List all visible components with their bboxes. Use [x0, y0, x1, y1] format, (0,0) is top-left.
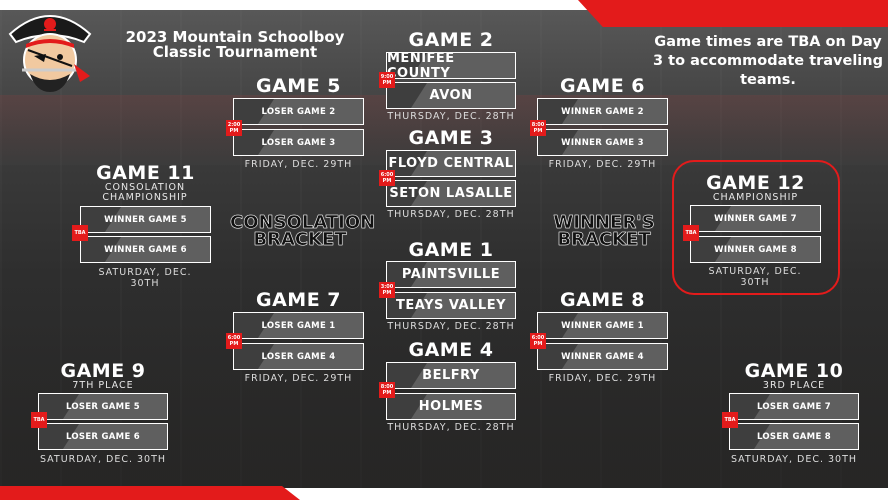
team-slot: WINNER GAME 7 [690, 205, 821, 232]
team-slot: WINNER GAME 5 [80, 206, 211, 233]
top-white-strip [0, 0, 888, 10]
team-slot: TEAYS VALLEY [386, 292, 516, 319]
team-slot: LOSER GAME 2 [233, 98, 364, 125]
team-slot: WINNER GAME 3 [537, 129, 668, 156]
bottom-white-strip [250, 488, 888, 500]
game-time-badge: TBA [683, 225, 699, 241]
game-time-badge: 6:00 PM [530, 333, 546, 349]
game-title: GAME 1 [408, 239, 494, 261]
game-time-badge: TBA [31, 412, 47, 428]
game-title: GAME 7 [255, 289, 342, 311]
game-date: THURSDAY, DEC. 28TH [387, 209, 515, 220]
game-subtitle: 3RD PLACE [762, 380, 826, 391]
game-9: GAME 9 7TH PLACE LOSER GAME 5 LOSER GAME… [38, 361, 168, 467]
game-time-badge: 8:00 PM [379, 382, 395, 398]
game-title: GAME 10 [744, 360, 844, 382]
top-red-accent [578, 0, 888, 27]
game-date: SATURDAY, DEC. 30TH [39, 454, 167, 465]
team-slot: LOSER GAME 5 [38, 393, 168, 420]
team-slot: MENIFEE COUNTY [386, 51, 516, 81]
game-time-badge: 6:00 PM [379, 170, 395, 186]
game-time-badge: 9:00 PM [379, 72, 395, 88]
game-subtitle: CHAMPIONSHIP [712, 192, 799, 203]
game-3: GAME 3 FLOYD CENTRAL SETON LASALLE THURS… [386, 128, 516, 220]
game-title: GAME 8 [559, 289, 646, 311]
team-slot: LOSER GAME 8 [729, 423, 859, 450]
team-slot: AVON [386, 82, 516, 109]
game-title: GAME 9 [60, 360, 146, 382]
game-6: GAME 6 WINNER GAME 2 WINNER GAME 3 FRIDA… [537, 76, 668, 170]
game-time-badge: 3:00 PM [379, 282, 395, 298]
game-2: GAME 2 MENIFEE COUNTY AVON THURSDAY, DEC… [386, 30, 516, 122]
game-date: THURSDAY, DEC. 28TH [387, 111, 515, 122]
game-time-badge: TBA [72, 225, 88, 241]
game-date: FRIDAY, DEC. 29TH [244, 373, 353, 384]
pirate-mascot-logo-icon [8, 15, 92, 92]
team-slot: LOSER GAME 3 [233, 129, 364, 156]
game-4: GAME 4 BELFRY HOLMES THURSDAY, DEC. 28TH [386, 340, 516, 434]
game-title: GAME 5 [255, 75, 342, 97]
game-date: FRIDAY, DEC. 29TH [244, 159, 353, 170]
game-date: FRIDAY, DEC. 29TH [548, 373, 657, 384]
game-12: GAME 12 CHAMPIONSHIP WINNER GAME 7 WINNE… [690, 173, 821, 291]
team-slot: SETON LASALLE [386, 180, 516, 207]
game-date: SATURDAY, DEC. 30TH [708, 266, 802, 288]
team-slot: LOSER GAME 7 [729, 393, 859, 420]
team-slot: WINNER GAME 6 [80, 236, 211, 263]
team-slot: PAINTSVILLE [386, 261, 516, 288]
team-slot: LOSER GAME 6 [38, 423, 168, 450]
tournament-title: 2023 Mountain Schoolboy Classic Tourname… [125, 28, 345, 61]
consolation-bracket-label: CONSOLATION BRACKET [230, 212, 376, 250]
bottom-red-accent [0, 486, 300, 500]
game-time-badge: TBA [722, 412, 738, 428]
game-title: GAME 6 [559, 75, 646, 97]
game-title: GAME 3 [408, 127, 494, 149]
game-title: GAME 12 [706, 172, 805, 194]
team-slot: FLOYD CENTRAL [386, 150, 516, 177]
game-1: GAME 1 PAINTSVILLE TEAYS VALLEY THURSDAY… [386, 240, 516, 332]
game-time-badge: 6:00 PM [226, 333, 242, 349]
game-title: GAME 2 [408, 29, 494, 51]
game-time-badge: 8:00 PM [530, 120, 546, 136]
game-subtitle: 7TH PLACE [72, 380, 134, 391]
game-10: GAME 10 3RD PLACE LOSER GAME 7 LOSER GAM… [729, 361, 859, 467]
winners-bracket-label: WINNER'S BRACKET [553, 212, 655, 250]
game-date: THURSDAY, DEC. 28TH [387, 422, 515, 433]
game-date: FRIDAY, DEC. 29TH [548, 159, 657, 170]
game-5: GAME 5 LOSER GAME 2 LOSER GAME 3 FRIDAY,… [233, 76, 364, 170]
championship-highlight-ring [672, 160, 840, 295]
team-slot: LOSER GAME 4 [233, 343, 364, 370]
team-slot: HOLMES [386, 393, 516, 420]
team-slot: WINNER GAME 4 [537, 343, 668, 370]
schedule-note: Game times are TBA on Day 3 to accommoda… [653, 34, 883, 88]
team-slot: WINNER GAME 8 [690, 236, 821, 263]
game-11: GAME 11 CONSOLATION CHAMPIONSHIP WINNER … [80, 163, 211, 291]
game-date: THURSDAY, DEC. 28TH [387, 321, 515, 332]
game-subtitle: CONSOLATION CHAMPIONSHIP [102, 182, 188, 203]
game-7: GAME 7 LOSER GAME 1 LOSER GAME 4 FRIDAY,… [233, 290, 364, 384]
game-title: GAME 4 [408, 339, 494, 361]
game-title: GAME 11 [96, 162, 195, 184]
game-8: GAME 8 WINNER GAME 1 WINNER GAME 4 FRIDA… [537, 290, 668, 384]
team-slot: LOSER GAME 1 [233, 312, 364, 339]
game-time-badge: 2:00 PM [226, 120, 242, 136]
team-slot: BELFRY [386, 362, 516, 389]
team-slot: WINNER GAME 1 [537, 312, 668, 339]
game-date: SATURDAY, DEC. 30TH [730, 454, 858, 465]
team-slot: WINNER GAME 2 [537, 98, 668, 125]
game-date: SATURDAY, DEC. 30TH [98, 267, 192, 289]
